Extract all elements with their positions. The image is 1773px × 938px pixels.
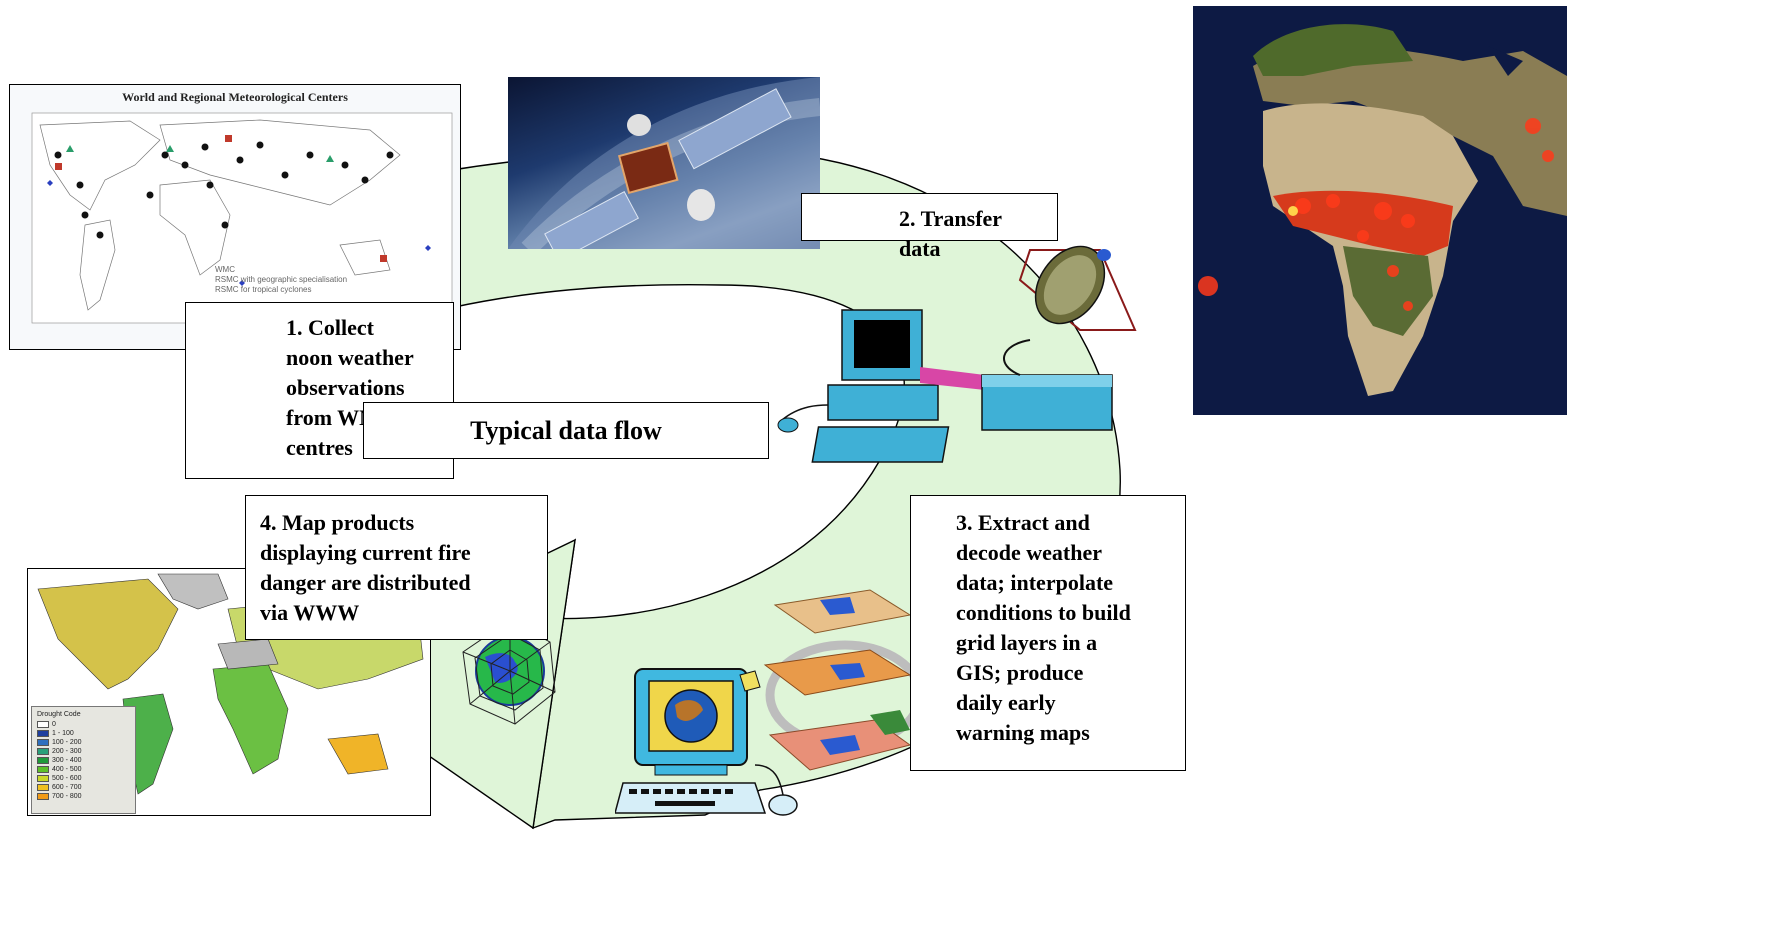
drought-legend-item: 1 - 100 bbox=[37, 729, 130, 738]
satellite-solar-panel-right bbox=[678, 88, 792, 170]
satellite-image bbox=[508, 77, 820, 249]
satellite-dish-icon bbox=[1003, 245, 1137, 376]
drought-legend-title: Drought Code bbox=[37, 711, 81, 718]
drought-legend-label: 100 - 200 bbox=[52, 739, 82, 746]
drought-legend-swatch bbox=[37, 730, 49, 737]
drought-legend-label: 400 - 500 bbox=[52, 766, 82, 773]
africa-fire-map bbox=[1193, 6, 1567, 415]
drought-legend-label: 500 - 600 bbox=[52, 775, 82, 782]
satellite-solar-panel-left bbox=[544, 191, 640, 249]
drought-legend-swatch bbox=[37, 793, 49, 800]
drought-legend-swatch bbox=[37, 766, 49, 773]
drought-legend-swatch bbox=[37, 775, 49, 782]
wmo-legend-wmc: WMC bbox=[215, 265, 235, 274]
drought-legend-item: 100 - 200 bbox=[37, 738, 130, 747]
drought-legend-swatch bbox=[37, 721, 49, 728]
drought-legend-swatch bbox=[37, 784, 49, 791]
step-3-extract-box: 3. Extract and decode weather data; inte… bbox=[910, 495, 1186, 771]
drought-legend-swatch bbox=[37, 748, 49, 755]
typical-data-flow-box: Typical data flow bbox=[363, 402, 769, 459]
desktop-computer-icon bbox=[777, 309, 1113, 463]
step-3-extract-text: 3. Extract and decode weather data; inte… bbox=[956, 510, 1131, 745]
drought-legend-label: 200 - 300 bbox=[52, 748, 82, 755]
wmo-legend-rsmc-geo: RSMC with geographic specialisation bbox=[215, 275, 348, 284]
drought-legend-swatch bbox=[37, 757, 49, 764]
drought-legend-swatch bbox=[37, 739, 49, 746]
drought-legend-item: 700 - 800 bbox=[37, 792, 130, 801]
drought-legend-label: 700 - 800 bbox=[52, 793, 82, 800]
step-4-distribute-box: 4. Map products displaying current fire … bbox=[245, 495, 548, 640]
drought-legend-item: 0 bbox=[37, 720, 130, 729]
step-2-transfer-text: 2. Transfer data bbox=[899, 206, 1003, 261]
drought-legend-label: 0 bbox=[52, 721, 56, 728]
web-globe-icon bbox=[462, 619, 556, 725]
drought-legend-item: 600 - 700 bbox=[37, 783, 130, 792]
step-2-transfer-box: 2. Transfer data bbox=[801, 193, 1058, 261]
typical-data-flow-title: Typical data flow bbox=[470, 415, 662, 445]
wmo-station-dots bbox=[54, 141, 394, 239]
drought-legend-item: 400 - 500 bbox=[37, 765, 130, 774]
drought-legend-label: 300 - 400 bbox=[52, 757, 82, 764]
gis-layers-icon bbox=[763, 589, 920, 771]
wmo-map-title: World and Regional Meteorological Center… bbox=[122, 90, 348, 104]
step-4-distribute-text: 4. Map products displaying current fire … bbox=[260, 510, 471, 625]
drought-legend-label: 600 - 700 bbox=[52, 784, 82, 791]
drought-legend-item: 300 - 400 bbox=[37, 756, 130, 765]
drought-legend-item: 200 - 300 bbox=[37, 747, 130, 756]
computer-globe-icon bbox=[615, 668, 798, 816]
wmo-legend-rsmc-cyclone: RSMC for tropical cyclones bbox=[215, 285, 312, 294]
drought-legend-label: 1 - 100 bbox=[52, 730, 74, 737]
drought-legend: Drought Code 0 1 - 100 100 - 200 200 - 300 3… bbox=[31, 706, 136, 814]
drought-legend-item: 500 - 600 bbox=[37, 774, 130, 783]
